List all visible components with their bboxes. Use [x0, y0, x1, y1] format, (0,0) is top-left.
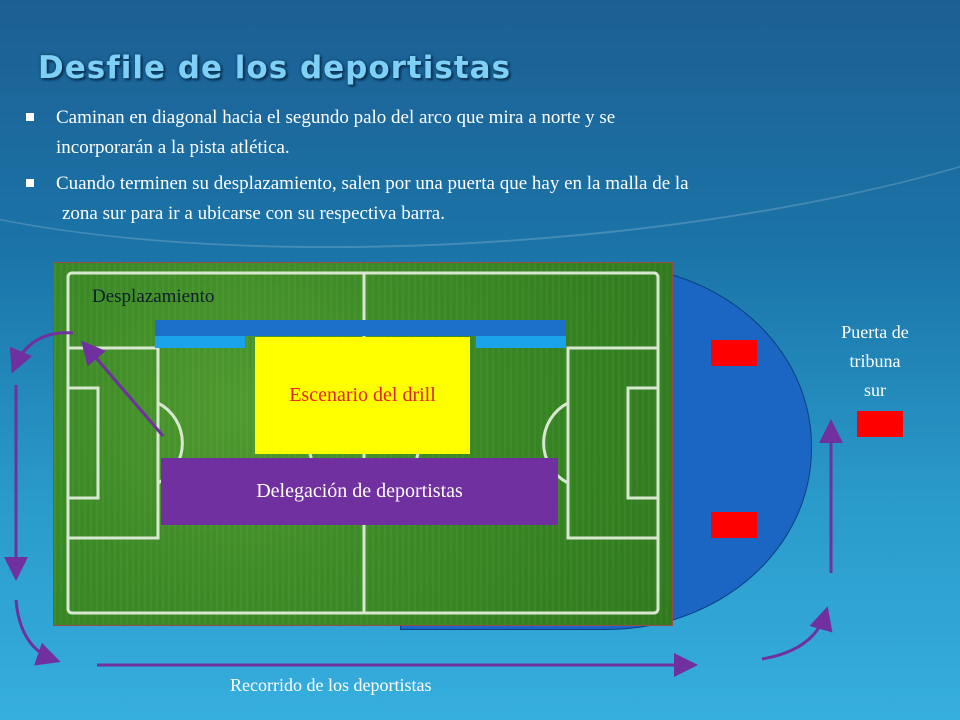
- door-label-line-2: tribuna: [849, 351, 901, 371]
- displacement-label: Desplazamiento: [92, 286, 215, 307]
- door-label-line-1: Puerta de: [841, 322, 909, 342]
- drill-stage-label: Escenario del drill: [289, 384, 436, 406]
- bullet-square-icon: [26, 113, 34, 121]
- door-label-line-3: sur: [864, 380, 886, 400]
- curve-arrow-bottom-right: [761, 606, 833, 661]
- drill-stage-box: Escenario del drill: [255, 337, 470, 454]
- south-stand-door-label: Puerta de tribuna sur: [820, 318, 930, 405]
- bullet-item-2: Cuando terminen su desplazamiento, salen…: [26, 169, 926, 229]
- goal-post-right: [476, 336, 566, 348]
- track-door-marker: [711, 340, 757, 366]
- goal-post-left: [155, 336, 245, 348]
- track-door-marker: [711, 512, 757, 538]
- bullet-item-1: Caminan en diagonal hacia el segundo pal…: [26, 103, 926, 163]
- curve-arrow-top-left: [9, 331, 74, 374]
- bullet-list: Caminan en diagonal hacia el segundo pal…: [26, 103, 926, 235]
- route-label: Recorrido de los deportistas: [230, 675, 432, 695]
- diagonal-arrow: [81, 340, 165, 437]
- bullet-1-line-1: Caminan en diagonal hacia el segundo pal…: [56, 107, 616, 128]
- slide-title: Desfile de los deportistas: [38, 50, 512, 86]
- bullet-square-icon: [26, 179, 34, 187]
- bullet-1-line-2: incorporarán a la pista atlética.: [56, 137, 290, 158]
- delegation-box: Delegación de deportistas: [161, 458, 558, 525]
- north-goal-bar: [155, 320, 566, 336]
- curve-arrow-bottom-left: [14, 599, 61, 666]
- delegation-label: Delegación de deportistas: [256, 480, 463, 502]
- bullet-2-line-2: zona sur para ir a ubicarse con su respe…: [62, 203, 445, 224]
- south-stand-door-marker: [857, 411, 903, 437]
- bullet-2-line-1: Cuando terminen su desplazamiento, salen…: [56, 173, 689, 194]
